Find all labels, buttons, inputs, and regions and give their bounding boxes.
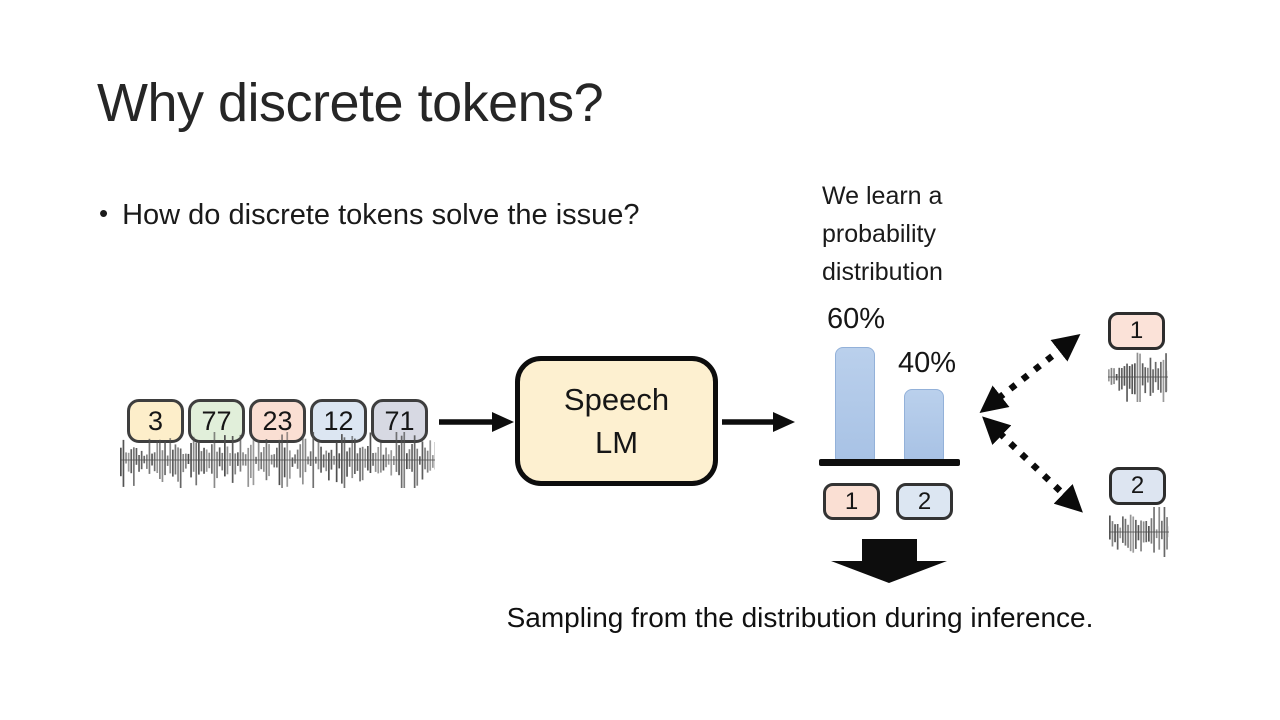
note-line: We learn a [822,182,943,210]
chart-axis-line [819,459,960,466]
bar-value-label-60: 60% [827,303,886,335]
bar-value-label-40: 40% [898,347,957,379]
input-token: 71 [371,399,428,443]
output-token-1: 1 [1108,312,1165,350]
caption-text: Sampling from the distribution during in… [506,602,1094,633]
probability-bar-1 [835,347,875,461]
note-line: distribution [822,258,943,286]
probability-note: We learn a probability distribution [822,177,943,291]
output-token-2: 2 [1109,467,1166,505]
input-token: 23 [249,399,306,443]
input-audio-waveform-icon [120,432,435,488]
speech-lm-label-line1: Speech [563,382,670,417]
speech-lm-box: Speech LM [515,356,718,486]
output-audio-waveform-1-icon [1108,352,1168,402]
arrow-input-to-lm-icon [439,412,514,432]
speech-lm-label-line2: LM [594,425,639,460]
bullet-item: • How do discrete tokens solve the issue… [99,198,640,232]
output-audio-waveform-2-icon [1109,507,1169,557]
input-token: 12 [310,399,367,443]
note-line: probability [822,220,936,248]
arrow-lm-to-distribution-icon [722,412,795,432]
probability-bar-2 [904,389,944,461]
input-token-sequence: 3 77 23 12 71 [127,399,428,443]
input-token: 3 [127,399,184,443]
input-token: 77 [188,399,245,443]
category-token-2: 2 [896,483,953,520]
bullet-marker: • [99,198,109,228]
block-down-arrow-icon [831,539,947,583]
category-token-1: 1 [823,483,880,520]
bullet-text: How do discrete tokens solve the issue? [122,199,640,231]
slide-title: Why discrete tokens? [97,73,604,133]
sampling-arrows-icon [979,333,1083,513]
